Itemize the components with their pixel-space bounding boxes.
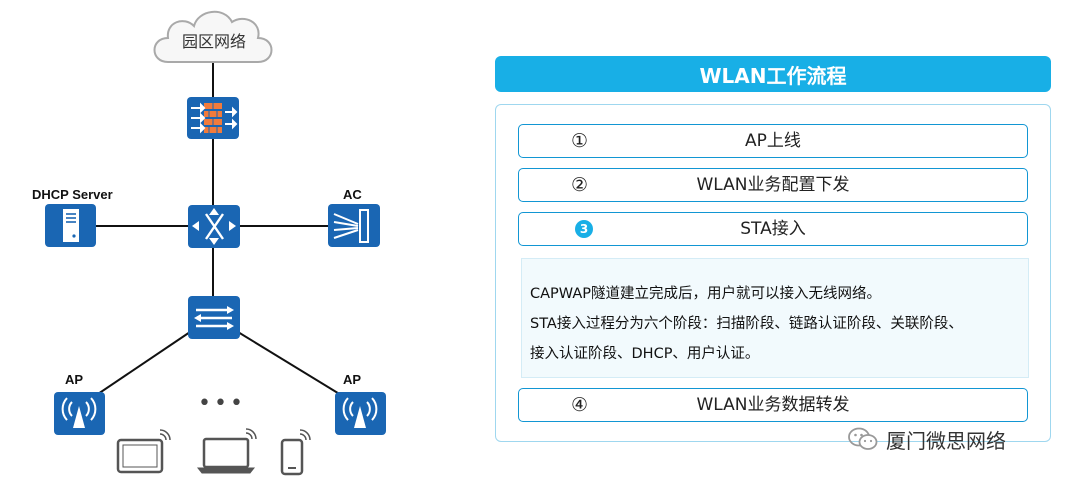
watermark: 厦门微思网络 <box>848 424 1006 454</box>
ap-icon <box>54 392 105 435</box>
ac-label: AC <box>343 187 362 202</box>
link-switch-ap-right <box>237 331 347 399</box>
step-number: ② <box>571 174 589 196</box>
ap-label-left: AP <box>65 372 84 387</box>
more-devices-ellipsis: ••• <box>198 391 246 416</box>
firewall-icon <box>187 97 239 139</box>
description-line: 接入认证阶段、DHCP、用户认证。 <box>530 346 760 362</box>
watermark-text: 厦门微思网络 <box>886 428 1006 453</box>
laptop-icon <box>196 428 257 474</box>
step-number: ① <box>571 130 589 152</box>
ap-icon <box>335 392 386 435</box>
phone-icon <box>280 429 311 476</box>
tablet-icon <box>116 429 171 474</box>
dhcp-server-icon <box>45 204 96 247</box>
panel-title: WLAN工作流程 <box>495 56 1051 92</box>
description-line: CAPWAP隧道建立完成后，用户就可以接入无线网络。 <box>530 286 881 302</box>
router-icon <box>188 205 240 248</box>
ac-icon <box>328 204 380 247</box>
step-sta-access: 3 STA接入 <box>518 212 1028 246</box>
wechat-icon <box>848 427 878 450</box>
cloud-icon <box>153 11 273 63</box>
step-description: CAPWAP隧道建立完成后，用户就可以接入无线网络。 STA接入过程分为六个阶段… <box>521 258 1029 378</box>
switch-icon <box>188 296 240 339</box>
description-line: STA接入过程分为六个阶段：扫描阶段、链路认证阶段、关联阶段、 <box>530 316 963 332</box>
step-data-forwarding: ④ WLAN业务数据转发 <box>518 388 1028 422</box>
connection-lines <box>91 60 347 399</box>
cloud-label: 园区网络 <box>181 32 246 51</box>
step-label: WLAN业务配置下发 <box>696 175 850 195</box>
step-config-delivery: ② WLAN业务配置下发 <box>518 168 1028 202</box>
step-label: AP上线 <box>745 131 801 151</box>
step-number-active: 3 <box>575 220 593 238</box>
step-label: WLAN业务数据转发 <box>696 395 850 415</box>
link-switch-ap-left <box>91 331 191 399</box>
step-label: STA接入 <box>740 219 806 239</box>
panel-box <box>495 104 1051 442</box>
dhcp-server-label: DHCP Server <box>32 187 113 202</box>
network-topology-diagram <box>45 11 386 476</box>
ap-label-right: AP <box>343 372 362 387</box>
step-number: ④ <box>571 394 589 416</box>
step-ap-online: ① AP上线 <box>518 124 1028 158</box>
